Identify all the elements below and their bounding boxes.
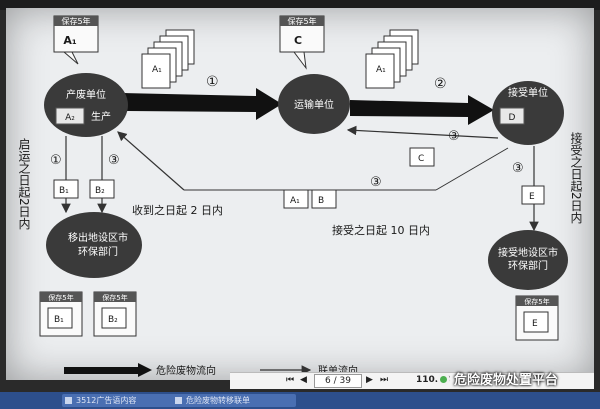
svg-text:B₁: B₁: [59, 186, 69, 196]
app-icon: [65, 397, 72, 404]
svg-text:保存5年: 保存5年: [102, 293, 127, 302]
svg-text:B₂: B₂: [95, 186, 105, 196]
step-label: ①: [50, 153, 62, 168]
left-vertical-caption: 启运之日起2日内: [17, 138, 31, 230]
step-label: ③: [512, 161, 524, 176]
waste-flow-arrow-2: [350, 95, 494, 125]
step-label: ②: [434, 76, 447, 92]
taskbar: 3512广告语内容 危险废物转移联单: [0, 392, 600, 409]
doc-b2: B₂: [89, 179, 115, 199]
svg-text:生产: 生产: [91, 110, 111, 123]
keep-b2: 保存5年 B₂: [93, 291, 137, 337]
prev-page-icon[interactable]: ◀: [300, 375, 307, 385]
step-label: ③: [448, 129, 460, 144]
legend-waste-flow: 危险废物流向: [64, 363, 216, 377]
form-arrow: [435, 147, 509, 191]
svg-text:保存5年: 保存5年: [61, 16, 90, 26]
node-source-epa: 移出地设区市 环保部门: [46, 212, 142, 278]
app-icon: [175, 397, 182, 404]
svg-text:D: D: [509, 113, 516, 123]
note-keep-c: 保存5年 C: [279, 15, 325, 70]
svg-text:保存5年: 保存5年: [48, 293, 73, 302]
svg-text:A₁: A₁: [290, 196, 300, 206]
slide-screen: 产废单位 A₂ 生产 运输单位 接受单位 D 移出地设区市 环保部门 接受地设区…: [6, 8, 594, 380]
right-vertical-caption: 接受之日起2日内: [569, 131, 583, 224]
last-page-icon[interactable]: ⏭: [380, 375, 389, 385]
svg-text:移出地设区市: 移出地设区市: [68, 231, 128, 244]
svg-text:B: B: [318, 196, 324, 206]
watermark: 危险废物处置平台: [437, 371, 558, 391]
svg-text:保存5年: 保存5年: [287, 16, 316, 26]
svg-text:危险废物流向: 危险废物流向: [156, 364, 216, 377]
zoom-level[interactable]: 110.43: [416, 375, 451, 385]
svg-text:保存5年: 保存5年: [524, 297, 549, 306]
svg-text:产废单位: 产废单位: [66, 88, 106, 101]
svg-text:A₁: A₁: [376, 65, 386, 75]
step-label: ③: [108, 153, 120, 168]
caption-receive-2days: 收到之日起 2 日内: [132, 203, 223, 217]
page-indicator[interactable]: 6 / 39: [314, 374, 362, 388]
svg-text:B₂: B₂: [108, 315, 118, 325]
svg-text:E: E: [529, 192, 535, 202]
svg-text:C: C: [418, 154, 424, 164]
document-viewer-toolbar: ⏮ ◀ 6 / 39 ▶ ⏭ 110.43: [230, 372, 594, 389]
svg-text:A₁: A₁: [63, 34, 77, 47]
svg-text:接受单位: 接受单位: [508, 86, 548, 99]
doc-b1: B₁: [53, 179, 79, 199]
next-page-icon[interactable]: ▶: [366, 375, 373, 385]
step-label: ①: [206, 74, 219, 90]
svg-text:接受地设区市: 接受地设区市: [498, 246, 558, 259]
doc-b: B: [311, 189, 337, 209]
flow-diagram: 产废单位 A₂ 生产 运输单位 接受单位 D 移出地设区市 环保部门 接受地设区…: [17, 15, 583, 377]
waste-flow-arrow-1: [124, 88, 282, 120]
svg-text:A₁: A₁: [152, 65, 162, 75]
first-page-icon[interactable]: ⏮: [286, 375, 295, 385]
keep-e: 保存5年 E: [515, 295, 559, 341]
node-generator: 产废单位 A₂ 生产: [44, 73, 128, 137]
node-transporter: 运输单位: [278, 74, 350, 134]
note-keep-a1: 保存5年 A₁: [53, 15, 99, 65]
svg-text:环保部门: 环保部门: [78, 245, 118, 258]
node-receiver: 接受单位 D: [492, 81, 564, 145]
caption-accept-10days: 接受之日起 10 日内: [332, 223, 430, 237]
doc-e: E: [521, 185, 545, 205]
form-arrow: [346, 125, 499, 139]
doc-a1: A₁: [283, 189, 309, 209]
platform-logo-icon: [437, 373, 450, 386]
node-dest-epa: 接受地设区市 环保部门: [488, 230, 568, 290]
step-label: ③: [370, 175, 382, 190]
monitor-top-edge: [0, 0, 600, 10]
form-stack-2: A₁: [365, 29, 419, 89]
svg-text:C: C: [294, 34, 302, 47]
svg-text:E: E: [532, 319, 538, 329]
doc-c: C: [409, 147, 435, 167]
taskbar-item[interactable]: 3512广告语内容: [62, 394, 180, 407]
form-stack-1: A₁: [141, 29, 195, 89]
keep-b1: 保存5年 B₁: [39, 291, 83, 337]
form-arrow: [117, 131, 185, 191]
svg-text:B₁: B₁: [54, 315, 64, 325]
taskbar-item[interactable]: 危险废物转移联单: [172, 394, 296, 407]
svg-text:A₂: A₂: [65, 113, 75, 123]
svg-text:运输单位: 运输单位: [294, 98, 334, 111]
svg-text:环保部门: 环保部门: [508, 259, 548, 272]
